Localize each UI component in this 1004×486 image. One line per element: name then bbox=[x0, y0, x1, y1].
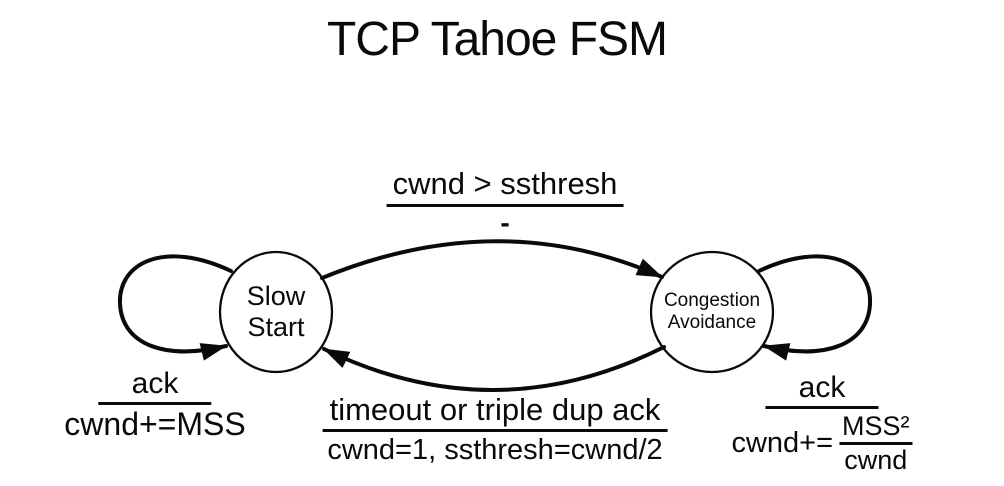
transition-condition: cwnd > ssthresh bbox=[386, 166, 624, 207]
edge-congestion-avoidance-to-slow-start bbox=[322, 345, 666, 392]
fraction-denominator: cwnd bbox=[844, 444, 908, 475]
diagram-title: TCP Tahoe FSM bbox=[326, 13, 668, 66]
state-label-line: Start bbox=[247, 312, 305, 342]
state-label-line: Slow bbox=[246, 280, 306, 311]
transition-label-ss-to-ca: cwnd > ssthresh - bbox=[386, 166, 624, 238]
transition-condition: ack bbox=[765, 371, 879, 409]
transition-action: cwnd=1, ssthresh=cwnd/2 bbox=[327, 433, 663, 466]
state-label-slow-start: Slow Start bbox=[247, 281, 306, 343]
transition-condition: timeout or triple dup ack bbox=[322, 392, 668, 432]
state-label-congestion-avoidance: Congestion Avoidance bbox=[664, 290, 760, 334]
action-fraction: MSS² cwnd bbox=[839, 411, 913, 476]
transition-label-ca-to-ss: timeout or triple dup ack cwnd=1, ssthre… bbox=[322, 392, 668, 466]
fraction-numerator: MSS² bbox=[839, 411, 913, 445]
transition-action: cwnd+=MSS bbox=[64, 405, 246, 442]
transition-condition: ack bbox=[98, 367, 212, 405]
transition-action: cwnd+= MSS² cwnd bbox=[731, 411, 913, 476]
action-prefix: cwnd+= bbox=[731, 427, 834, 460]
edge-slow-start-to-congestion-avoidance bbox=[320, 239, 664, 280]
edge-slow-start-self-loop bbox=[117, 254, 233, 361]
state-label-line: Congestion bbox=[663, 290, 761, 312]
state-circle-slow-start bbox=[218, 250, 334, 374]
transition-label-ss-self: ack cwnd+=MSS bbox=[64, 367, 245, 441]
transition-label-ca-self: ack cwnd+= MSS² cwnd bbox=[731, 371, 913, 476]
state-label-line: Avoidance bbox=[667, 312, 757, 333]
state-circle-congestion-avoidance bbox=[649, 250, 775, 374]
transition-action: - bbox=[500, 206, 510, 238]
edge-congestion-avoidance-self-loop bbox=[757, 254, 873, 361]
